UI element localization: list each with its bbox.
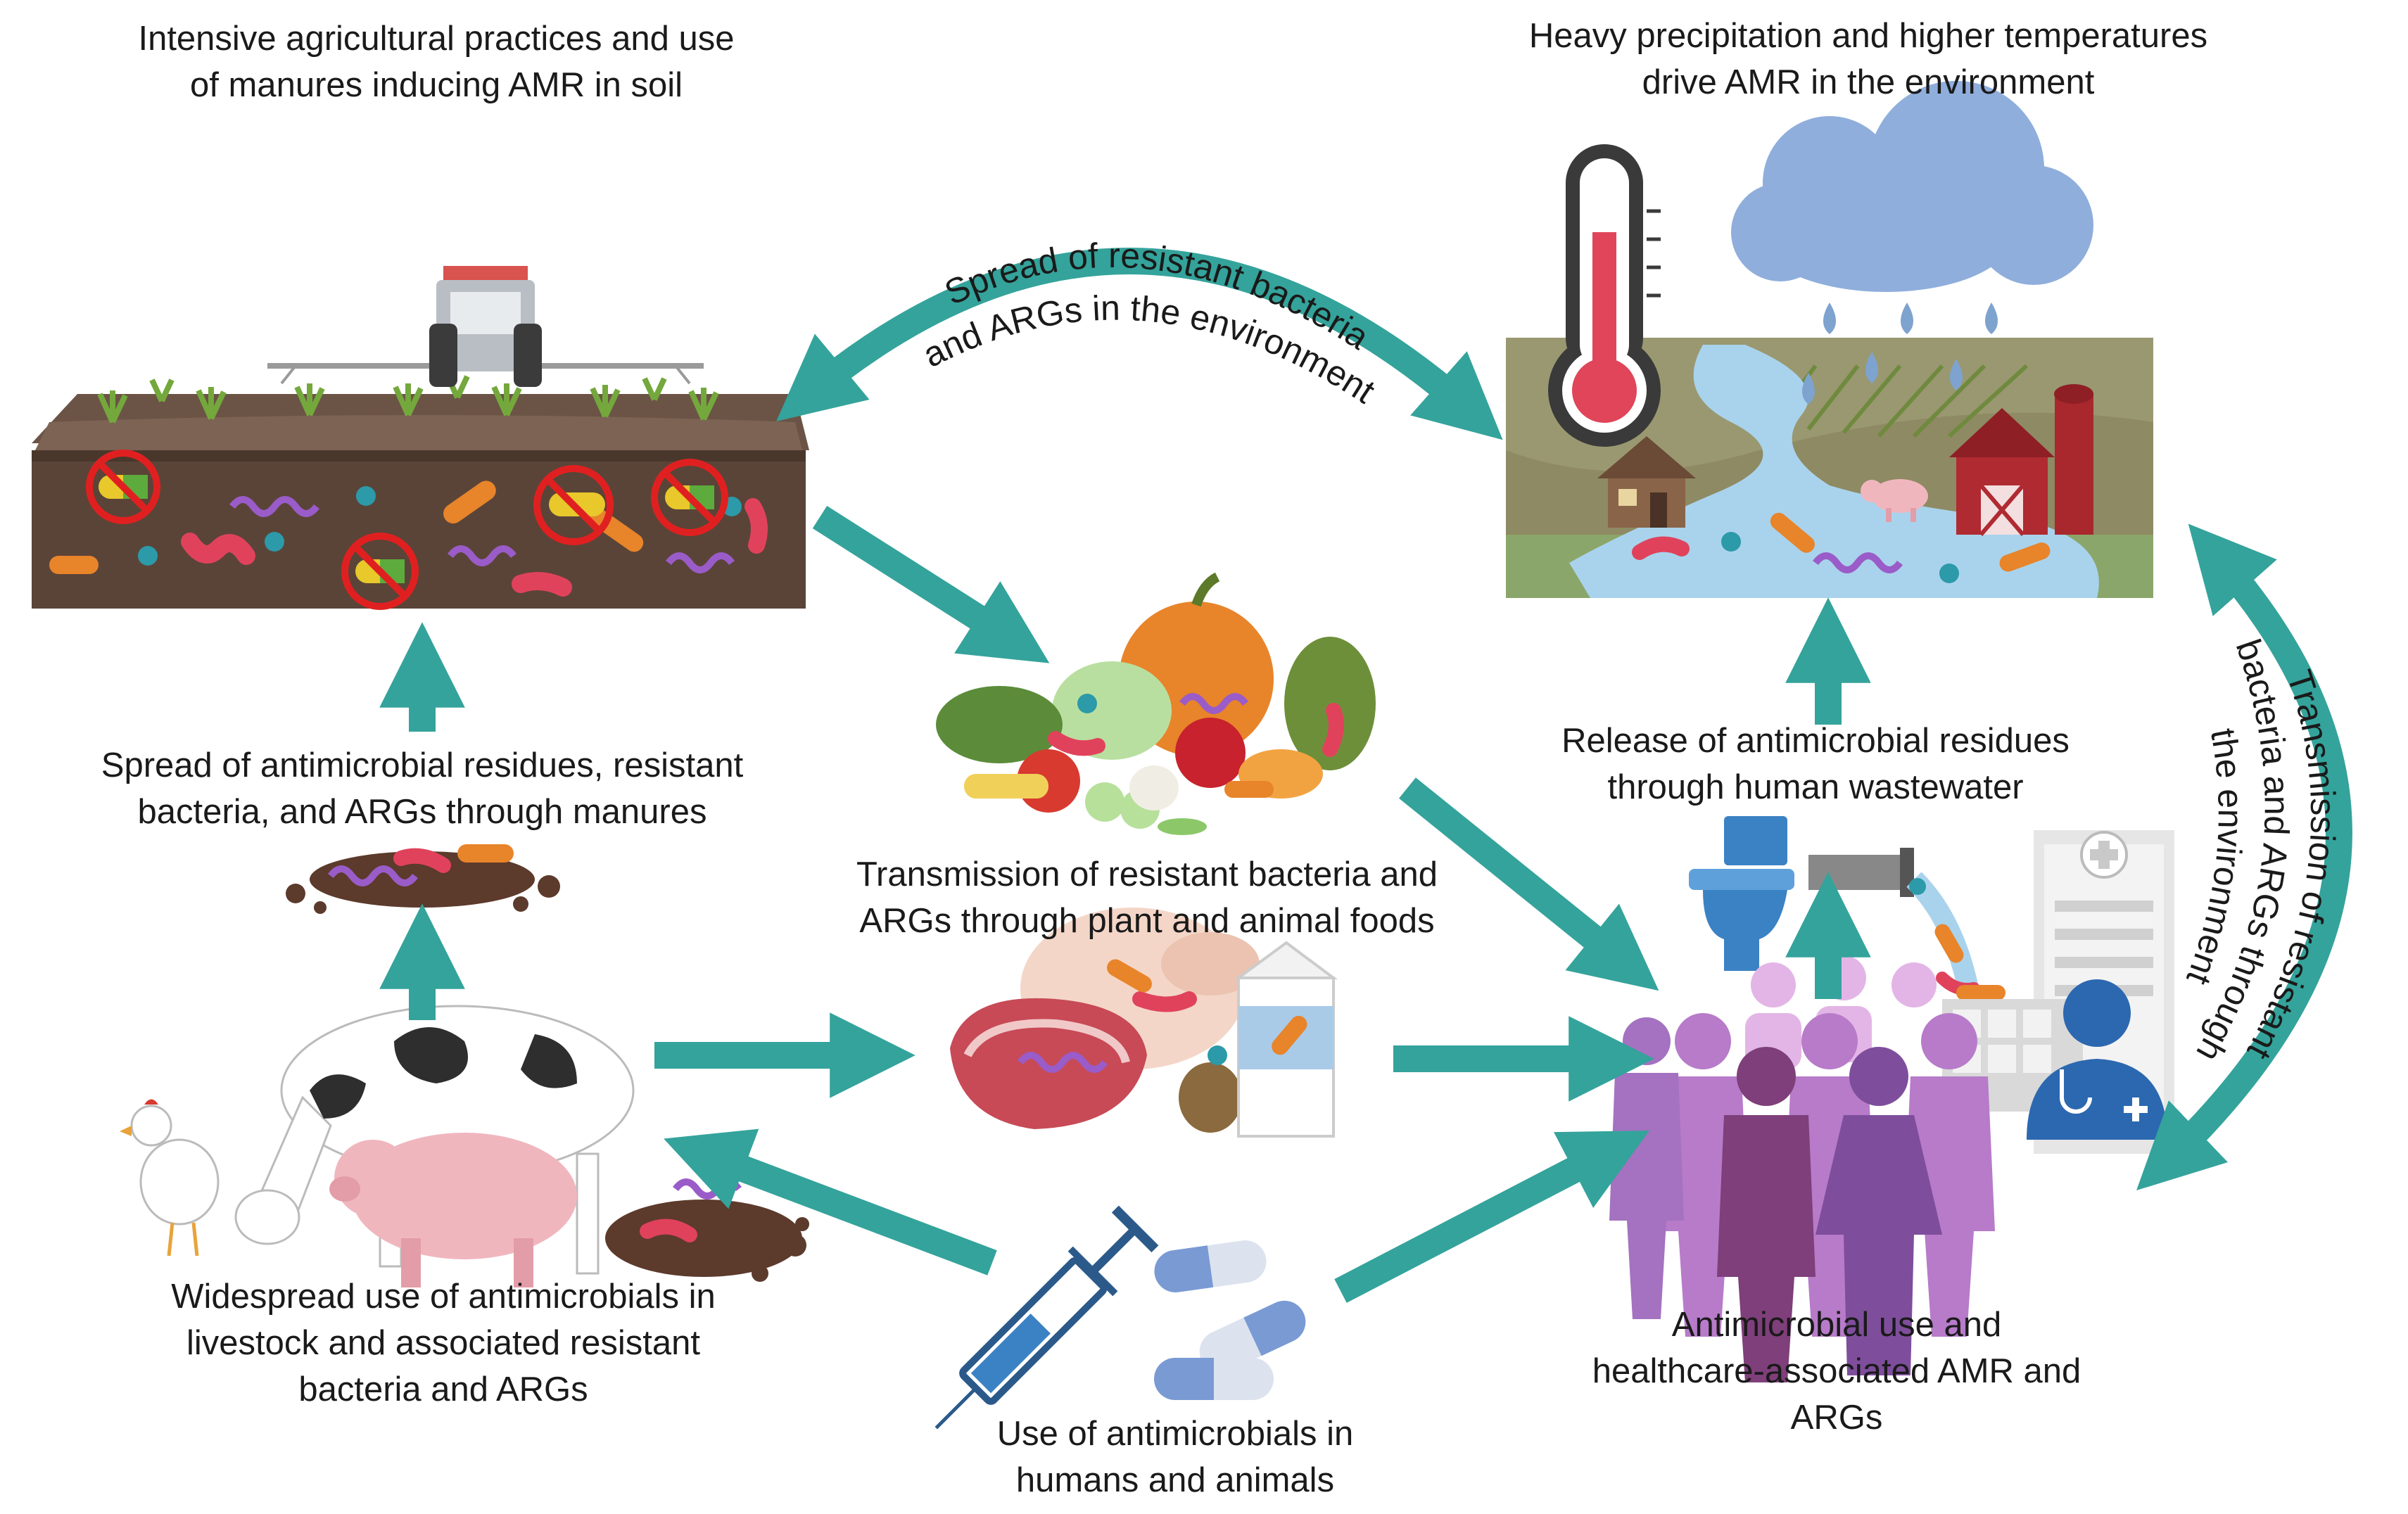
- manure-pile-small: [286, 844, 560, 914]
- food-transmission-label: Transmission of resistant bacteria and A…: [781, 851, 1513, 944]
- soil-title-line-1: Intensive agricultural practices and use: [138, 20, 735, 58]
- manure-spread-label: Spread of antimicrobial residues, resist…: [14, 742, 830, 835]
- climate-title-line-2: drive AMR in the environment: [1642, 63, 2095, 101]
- arrow-right-arc: [2136, 523, 2352, 1191]
- climate-title: Heavy precipitation and higher temperatu…: [1443, 13, 2294, 106]
- house-icon: [1597, 436, 1696, 528]
- soil-field-illustration: [32, 266, 809, 610]
- healthcare-illustration: [1609, 816, 2174, 1382]
- pig-icon: [1861, 479, 1928, 522]
- arrow-use-to-people: [1334, 1130, 1649, 1303]
- climate-title-line-1: Heavy precipitation and higher temperatu…: [1528, 17, 2208, 55]
- water-microbes: [1632, 512, 2051, 583]
- livestock-illustration: [120, 1005, 809, 1287]
- soil-microbes: [49, 481, 768, 597]
- pill-icons: [1154, 1240, 1306, 1400]
- healthcare-line-2: healthcare-associated AMR and: [1592, 1352, 2081, 1390]
- arrow-top-arc: [776, 248, 1503, 440]
- healthcare-line-3: ARGs: [1790, 1399, 1883, 1437]
- toilet-icon: [1689, 816, 1794, 971]
- food-transmission-line-2: ARGs through plant and animal foods: [859, 902, 1435, 940]
- wastewater-label: Release of antimicrobial residues throug…: [1499, 718, 2132, 810]
- wastewater-line-1: Release of antimicrobial residues: [1561, 722, 2070, 760]
- curved-label-top: Spread of resistant bacteria and ARGs in…: [917, 236, 1382, 411]
- thermometer-icon: [1548, 144, 1661, 447]
- arrow-plantfood-to-people: [1399, 777, 1659, 991]
- doctor-icon: [2027, 979, 2167, 1140]
- livestock-line-1: Widespread use of antimicrobials in: [171, 1278, 716, 1316]
- animal-foods-illustration: [950, 908, 1338, 1138]
- arrow-use-to-livestock: [664, 1128, 997, 1276]
- rain-cloud-icon: [1731, 81, 2093, 405]
- barn-icon: [1949, 384, 2093, 536]
- plant-foods-illustration: [936, 572, 1376, 835]
- wastewater-line-2: through human wastewater: [1607, 768, 2024, 806]
- flow-arrows: [379, 248, 2352, 1303]
- antimicrobial-use-line-2: humans and animals: [1015, 1461, 1335, 1499]
- arrow-field-to-foods: [812, 505, 1050, 663]
- syringe-pills-illustration: [934, 1205, 1306, 1430]
- syringe-icon: [934, 1205, 1159, 1430]
- prohibition-icons: [86, 450, 728, 610]
- livestock-line-3: bacteria and ARGs: [298, 1370, 588, 1408]
- food-transmission-line-1: Transmission of resistant bacteria and: [856, 855, 1438, 893]
- antimicrobial-use-line-1: Use of antimicrobials in: [996, 1415, 1354, 1453]
- manure-spread-line-2: bacteria, and ARGs through manures: [137, 793, 707, 831]
- healthcare-label: Antimicrobial use and healthcare-associa…: [1527, 1302, 2146, 1441]
- soil-title-line-2: of manures inducing AMR in soil: [190, 66, 683, 104]
- healthcare-line-1: Antimicrobial use and: [1671, 1306, 2002, 1344]
- tractor-sprayer-icon: [267, 266, 704, 387]
- livestock-label: Widespread use of antimicrobials in live…: [106, 1273, 781, 1413]
- soil-title: Intensive agricultural practices and use…: [56, 15, 816, 108]
- antimicrobial-use-label: Use of antimicrobials in humans and anim…: [915, 1411, 1436, 1503]
- manure-spread-line-1: Spread of antimicrobial residues, resist…: [101, 746, 744, 784]
- livestock-line-2: livestock and associated resistant: [186, 1324, 700, 1362]
- people-group-icon: [1609, 955, 1995, 1382]
- environment-illustration: [1506, 81, 2153, 598]
